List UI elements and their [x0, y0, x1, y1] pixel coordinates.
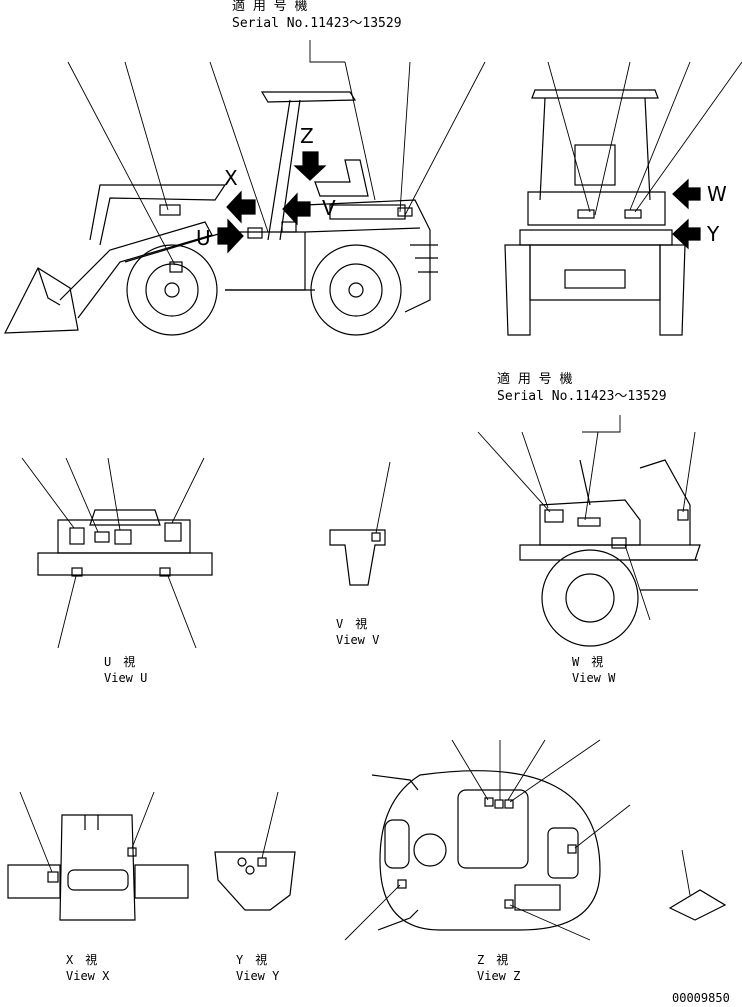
view-w-drawing	[477, 415, 701, 647]
view-y-jp: Y 視	[236, 953, 268, 967]
view-v-drawing	[329, 461, 391, 586]
view-z-drawing	[344, 739, 631, 941]
view-y-en: View Y	[236, 969, 280, 983]
serial-number-label-right: Serial No.11423～13529	[497, 389, 667, 404]
view-x-jp: X 視	[66, 953, 98, 967]
arrow-label-y: Y	[707, 222, 720, 246]
serial-jp-label-right: 適 用 号 機	[497, 372, 573, 387]
arrow-label-u: U	[196, 226, 211, 250]
arrow-label-v: V	[322, 196, 336, 220]
view-z-jp: Z 視	[477, 953, 509, 967]
view-y-drawing	[214, 791, 296, 911]
arrow-label-w: W	[707, 182, 727, 206]
view-x-drawing	[7, 791, 189, 921]
small-decal-drawing	[668, 849, 727, 921]
view-v-en: View V	[336, 633, 380, 647]
view-u-en: View U	[104, 671, 148, 685]
serial-number-label-top: Serial No.11423～13529	[232, 16, 402, 31]
serial-jp-label-top: 適 用 号 機	[232, 0, 308, 14]
view-x-en: View X	[66, 969, 110, 983]
view-z-en: View Z	[477, 969, 521, 983]
drawing-number: 00009850	[672, 991, 730, 1005]
view-w-jp: W 視	[572, 655, 604, 669]
view-w-en: View W	[572, 671, 616, 685]
arrow-label-z: Z	[300, 124, 314, 148]
view-v-jp: V 視	[336, 617, 368, 631]
view-u-jp: U 視	[104, 655, 136, 669]
arrow-label-x: X	[224, 166, 238, 190]
loader-side-view	[4, 40, 486, 336]
view-u-drawing	[21, 457, 213, 649]
loader-front-view	[504, 61, 742, 336]
